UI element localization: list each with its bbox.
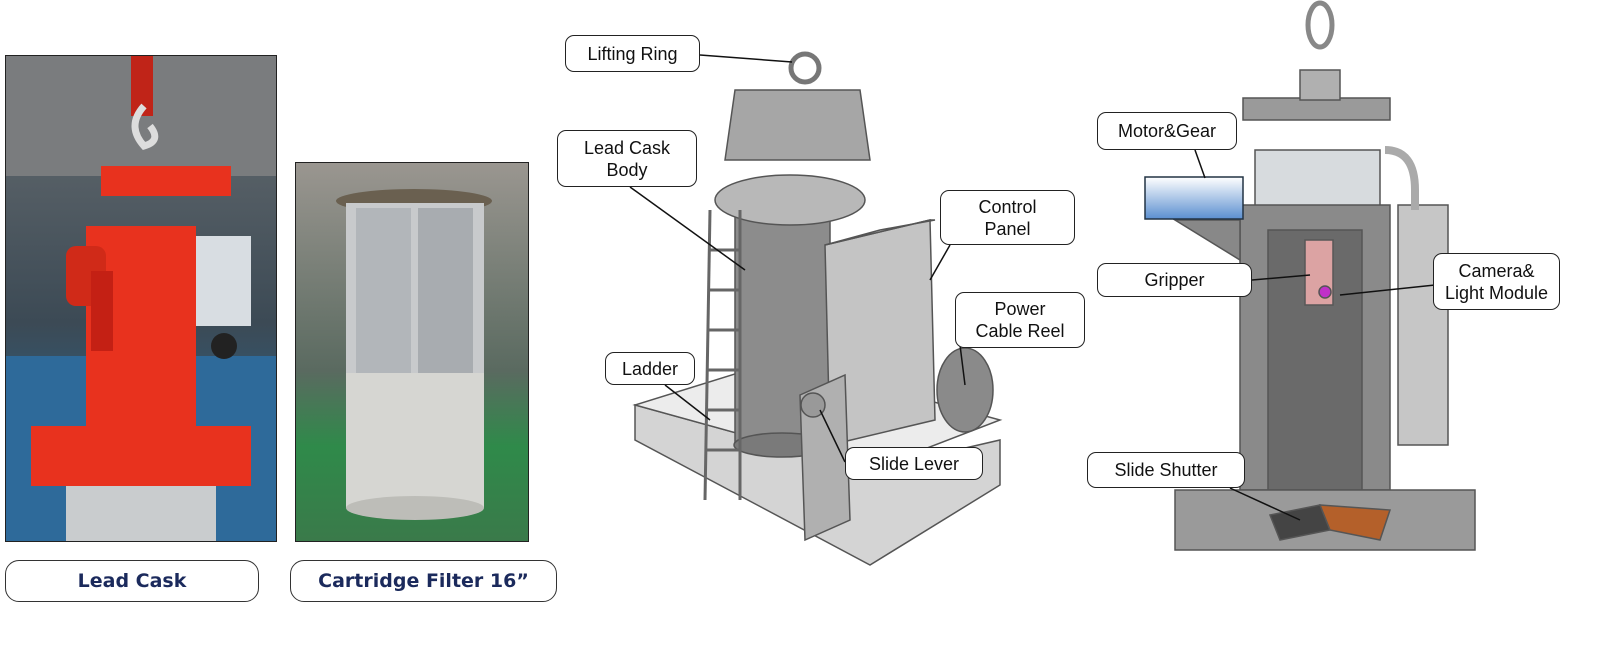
label-slide-lever: Slide Lever [845, 447, 983, 480]
cartridge-filter-caption: Cartridge Filter 16” [290, 560, 557, 602]
lead-cask-caption: Lead Cask [5, 560, 259, 602]
label-camera-light-module: Camera&Light Module [1433, 253, 1560, 310]
label-motor-gear: Motor&Gear [1097, 112, 1237, 150]
lead-cask-photo [5, 55, 277, 542]
label-lifting-ring: Lifting Ring [565, 35, 700, 72]
cartridge-filter-photo [295, 162, 529, 542]
label-ladder: Ladder [605, 352, 695, 385]
cartridge-filter-illustration [336, 189, 492, 520]
lead-cask-illustration [6, 56, 276, 541]
label-slide-shutter: Slide Shutter [1087, 452, 1245, 488]
label-gripper: Gripper [1097, 263, 1252, 297]
